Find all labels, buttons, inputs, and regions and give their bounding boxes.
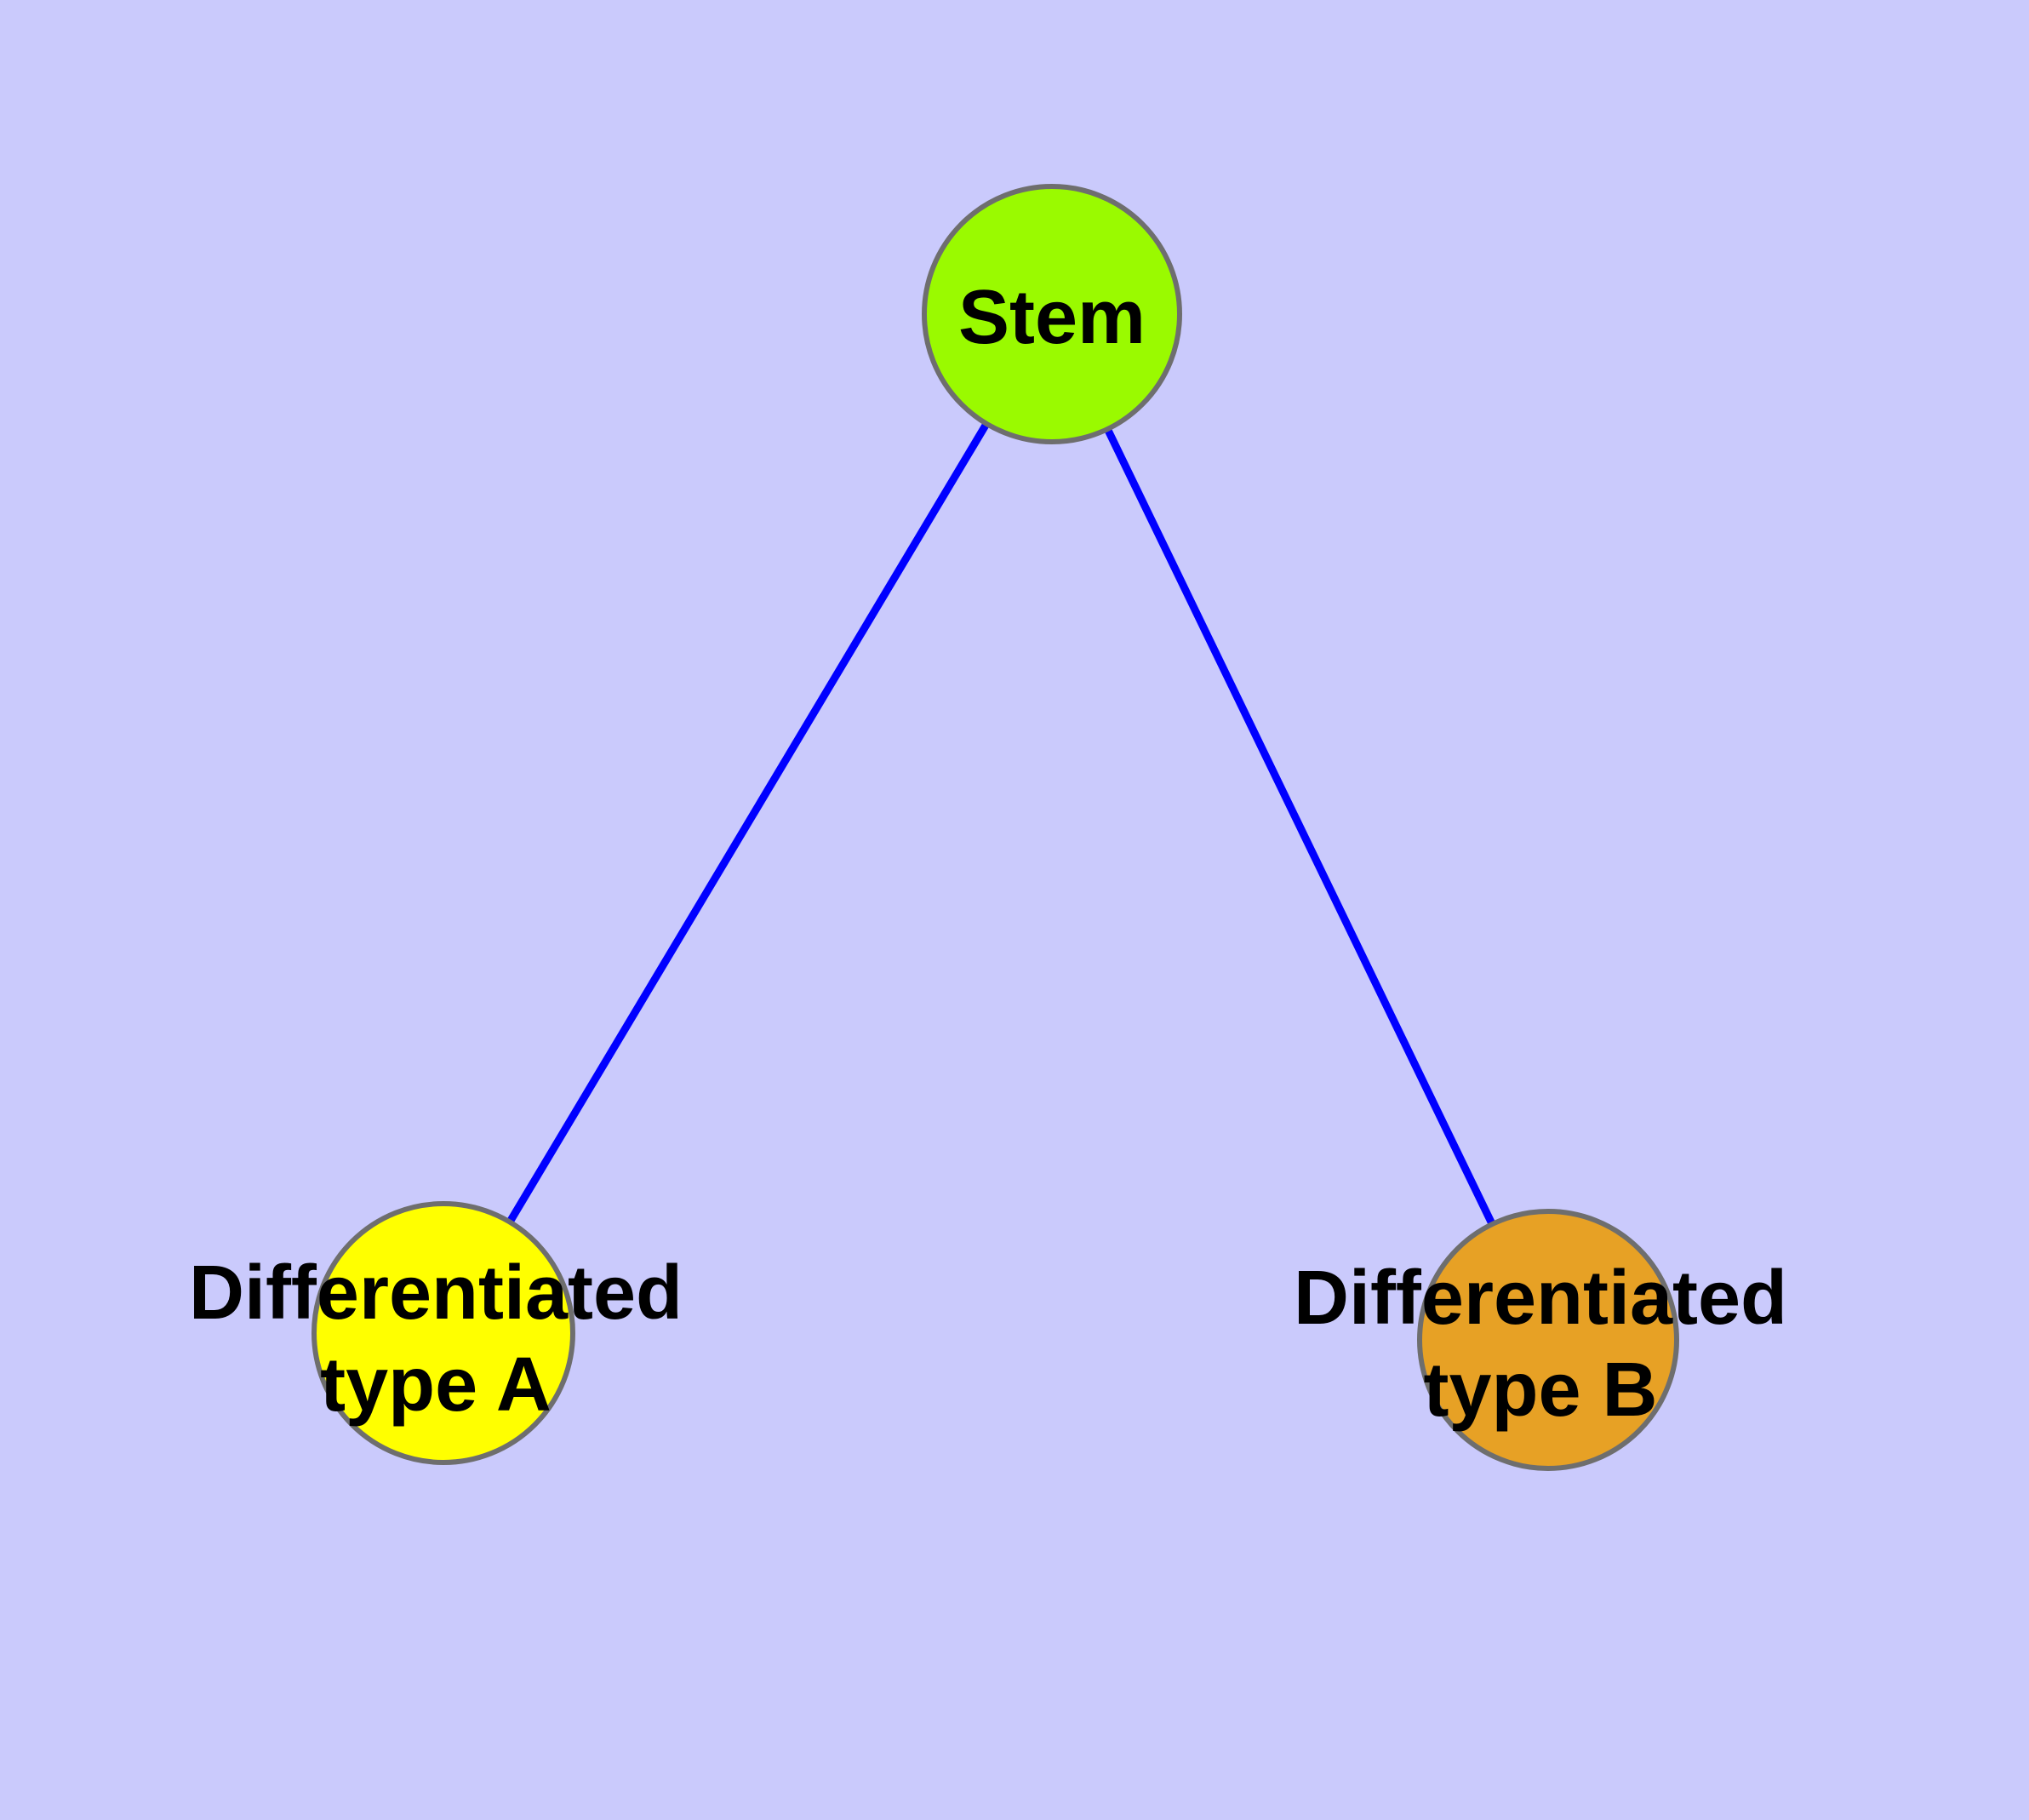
node-stem-label: Stem	[958, 275, 1146, 360]
node-differentiated-type-b-circle	[1417, 1209, 1679, 1471]
edges	[440, 312, 1552, 1342]
node-stem-circle	[922, 184, 1182, 444]
node-differentiated-type-a-label-line1: Differentiated	[189, 1251, 683, 1336]
edge-stem-to-type-b	[1048, 312, 1552, 1342]
node-differentiated-type-b: Differentiated type B	[1294, 1209, 1787, 1471]
edge-stem-to-type-a	[440, 312, 1055, 1336]
node-differentiated-type-b-label-line1: Differentiated	[1294, 1256, 1787, 1341]
node-differentiated-type-a-circle	[311, 1201, 575, 1465]
node-differentiated-type-a-label-line2: type A	[320, 1342, 552, 1428]
node-stem: Stem	[922, 184, 1182, 444]
node-differentiated-type-b-label-line2: type B	[1423, 1348, 1657, 1433]
node-differentiated-type-a: Differentiated type A	[189, 1201, 683, 1465]
